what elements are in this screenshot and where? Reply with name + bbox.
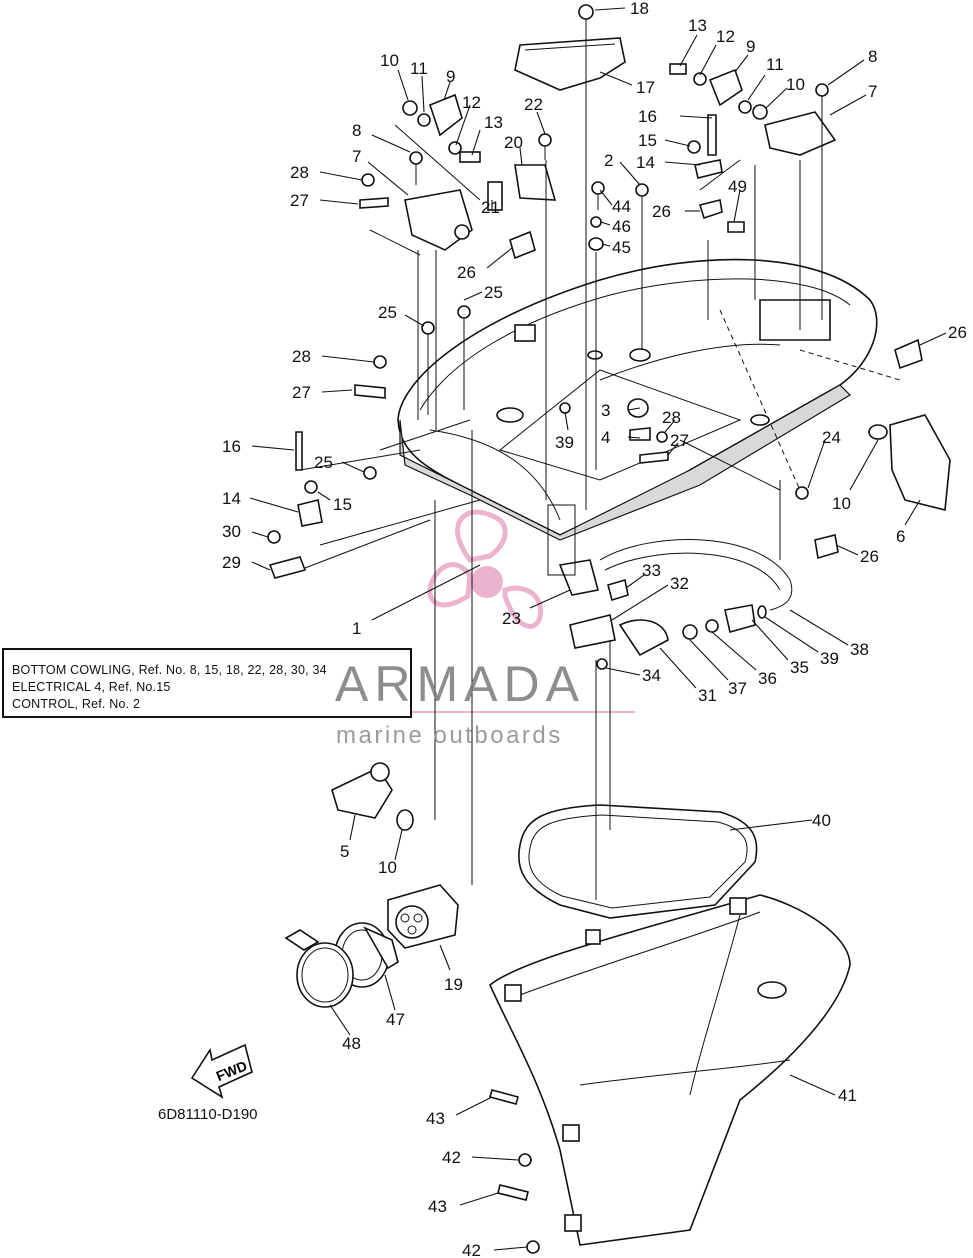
- callout: 44: [612, 197, 631, 216]
- callout: 15: [333, 495, 352, 514]
- callout: 26: [948, 323, 967, 342]
- leader-lines: [249, 7, 947, 1251]
- callout: 3: [601, 401, 610, 420]
- callout: 24: [822, 428, 841, 447]
- callout: 20: [504, 133, 523, 152]
- callout: 6: [896, 527, 905, 546]
- callout: 17: [636, 78, 655, 97]
- callout: 43: [426, 1109, 445, 1128]
- hardware-group-upper: [487, 4, 837, 350]
- cover-plate-17: [514, 37, 626, 91]
- callout: 25: [378, 303, 397, 322]
- callout: 26: [652, 202, 671, 221]
- callout: 36: [758, 669, 777, 688]
- callout: 7: [352, 147, 361, 166]
- callout: 28: [292, 347, 311, 366]
- reference-notes-box: BOTTOM COWLING, Ref. No. 8, 15, 18, 22, …: [2, 648, 412, 718]
- callout: 7: [868, 82, 877, 101]
- gasket-40: [518, 804, 758, 919]
- callout: 12: [462, 93, 481, 112]
- callout: 41: [838, 1086, 857, 1105]
- callout: 23: [502, 609, 521, 628]
- callout: 21: [481, 198, 500, 217]
- callout: 37: [728, 679, 747, 698]
- callout: 42: [462, 1241, 481, 1258]
- callout: 16: [222, 437, 241, 456]
- bottom-cowling-tray: [397, 258, 878, 541]
- callout: 5: [340, 842, 349, 861]
- callout: 13: [688, 16, 707, 35]
- callout: 39: [820, 649, 839, 668]
- callout: 10: [378, 858, 397, 877]
- reference-note: BOTTOM COWLING, Ref. No. 8, 15, 18, 22, …: [12, 663, 327, 677]
- fwd-direction-arrow: FWD: [190, 1043, 253, 1099]
- callout: 35: [790, 658, 809, 677]
- callout: 14: [636, 153, 655, 172]
- callout: 40: [812, 811, 831, 830]
- callout: 19: [444, 975, 463, 994]
- callout: 11: [410, 59, 428, 78]
- callout: 12: [716, 27, 735, 46]
- reference-note: CONTROL, Ref. No. 2: [12, 697, 141, 711]
- callout: 13: [484, 113, 503, 132]
- callout: 9: [746, 37, 755, 56]
- lower-casing-41: [489, 894, 851, 1246]
- callout: 1: [352, 619, 361, 638]
- callout: 48: [342, 1034, 361, 1053]
- callout: 39: [555, 433, 574, 452]
- callout: 10: [380, 51, 399, 70]
- hardware-group-bolts: [489, 1089, 540, 1254]
- hardware-group-right: [559, 338, 951, 560]
- callout: 26: [457, 263, 476, 282]
- callout: 25: [484, 283, 503, 302]
- callout: 27: [290, 191, 309, 210]
- callout: 38: [850, 640, 869, 659]
- callout: 42: [442, 1148, 461, 1167]
- callout: 28: [290, 163, 309, 182]
- callout: 11: [766, 55, 784, 74]
- callout: 46: [612, 217, 631, 236]
- diagram-code: 6D81110-D190: [158, 1106, 258, 1123]
- callout: 47: [386, 1010, 405, 1029]
- callout: 25: [314, 453, 333, 472]
- callout: 18: [630, 0, 649, 18]
- callout: 8: [352, 121, 361, 140]
- callout: 45: [612, 238, 631, 257]
- callout: 9: [446, 67, 455, 86]
- callout: 15: [638, 131, 657, 150]
- watermark-tagline: marine outboards: [336, 722, 563, 749]
- hose-assembly: [547, 504, 793, 670]
- propeller-logo-icon: [340, 509, 635, 713]
- hardware-group-lower-left: [284, 762, 459, 1008]
- callout-labels: 18 17 13 12 9 11 10 8 7 16 15 14 2 44 46…: [222, 0, 967, 1258]
- callout: 2: [604, 151, 613, 170]
- callout: 4: [601, 428, 610, 447]
- callout: 27: [670, 431, 689, 450]
- callout: 32: [670, 574, 689, 593]
- callout: 30: [222, 522, 241, 541]
- callout: 34: [642, 666, 661, 685]
- assembly-lines: [299, 60, 901, 900]
- callout: 8: [868, 47, 877, 66]
- callout: 16: [638, 107, 657, 126]
- callout: 33: [642, 561, 661, 580]
- reference-note: ELECTRICAL 4, Ref. No.15: [12, 680, 171, 694]
- callout: 14: [222, 489, 241, 508]
- callout: 31: [698, 686, 717, 705]
- arrow-left-icon: [190, 1043, 253, 1099]
- callout: 26: [860, 547, 879, 566]
- callout: 29: [222, 553, 241, 572]
- callout: 28: [662, 408, 681, 427]
- callout: 27: [292, 383, 311, 402]
- callout: 43: [428, 1197, 447, 1216]
- callout: 10: [832, 494, 851, 513]
- callout: 10: [786, 75, 805, 94]
- callout: 49: [728, 177, 747, 196]
- callout: 22: [524, 95, 543, 114]
- watermark-brand: ARMADA: [335, 656, 585, 712]
